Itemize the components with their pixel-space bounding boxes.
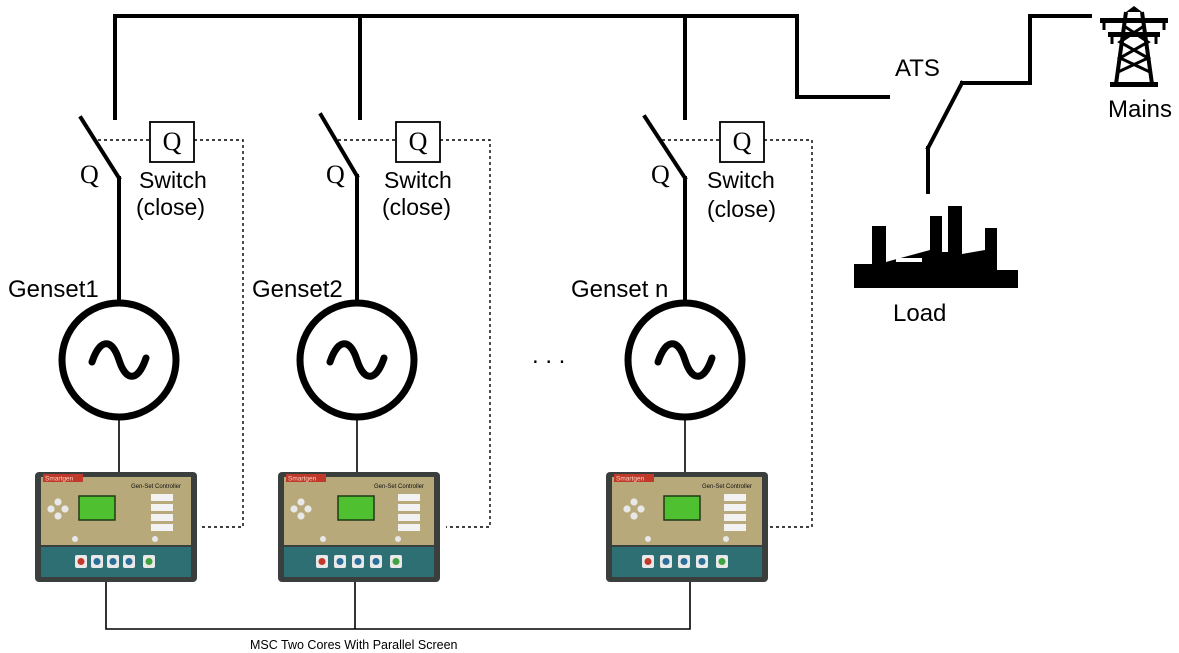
controller-title: Gen-Set Controller (131, 484, 181, 490)
controller-2: Smartgen Gen-Set Controller (278, 472, 440, 582)
switch-q-label: Q (409, 127, 428, 156)
switch-q-box (149, 121, 195, 163)
breaker-q-label: Q (326, 160, 345, 189)
top-bus (113, 14, 890, 120)
breaker-q-label: Q (80, 160, 99, 189)
switch-q-box (719, 121, 765, 163)
msc-bus-caption: MSC Two Cores With Parallel Screen (250, 638, 458, 652)
controller-brand: Smartgen (45, 476, 74, 483)
ats-switch: ATS (895, 14, 1092, 194)
controller-1: Smartgen Gen-Set Controller (35, 472, 197, 582)
ac-generator-icon (296, 299, 418, 421)
more-gensets-ellipsis: . . . (532, 342, 565, 369)
ac-generator-icon (58, 299, 180, 421)
genset-n-branch: Q Q Switch (close) Genset n (571, 114, 813, 528)
breaker-q-label: Q (651, 160, 670, 189)
genset-2-branch: Q Q Switch (close) Genset2 (252, 112, 491, 528)
factory-icon (854, 206, 1018, 288)
switch-label: Switch (139, 167, 207, 193)
controller-n: Smartgen Gen-Set Controller (606, 472, 768, 582)
genset-1-branch: Q Q Switch (close) Genset1 (8, 115, 244, 528)
genset-name: Genset n (571, 276, 668, 303)
switch-state-label: (close) (382, 194, 451, 220)
genset-name: Genset1 (8, 276, 99, 303)
msc-bus: MSC Two Cores With Parallel Screen (105, 582, 691, 652)
switch-state-label: (close) (136, 194, 205, 220)
controller-brand: Smartgen (288, 476, 317, 483)
load-label: Load (893, 300, 946, 327)
switch-q-label: Q (733, 127, 752, 156)
ac-generator-icon (624, 299, 746, 421)
transmission-tower-icon (1100, 6, 1168, 87)
controller-title: Gen-Set Controller (702, 484, 752, 490)
switch-q-box (395, 121, 441, 163)
genset-name: Genset2 (252, 276, 343, 303)
controller-brand: Smartgen (616, 476, 645, 483)
controller-title: Gen-Set Controller (374, 484, 424, 490)
switch-label: Switch (384, 167, 452, 193)
mains-label: Mains (1108, 96, 1172, 123)
switch-q-label: Q (163, 127, 182, 156)
ats-label: ATS (895, 55, 940, 82)
switch-state-label: (close) (707, 196, 776, 222)
switch-label: Switch (707, 167, 775, 193)
